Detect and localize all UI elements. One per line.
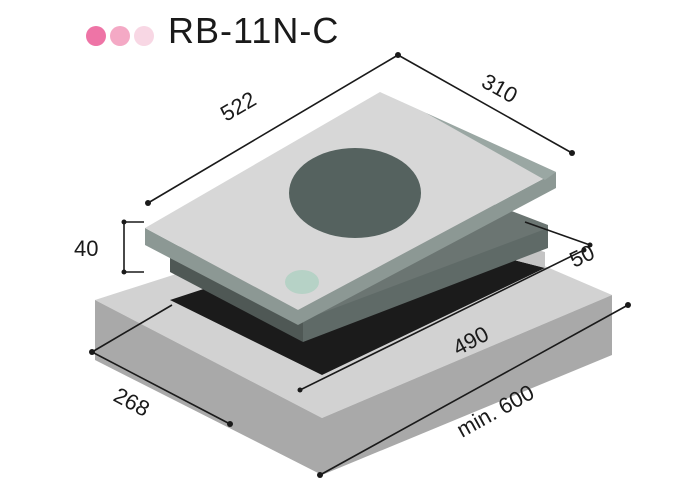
dim-line-522	[147, 54, 399, 204]
dimension-ticks	[89, 52, 631, 478]
dim-tick	[121, 269, 127, 275]
color-dots	[86, 26, 156, 48]
dim-line-600	[319, 304, 629, 476]
hob-control-strip	[380, 92, 556, 180]
dim-tick	[227, 421, 233, 427]
dim-tick	[587, 242, 593, 248]
dim-tick	[145, 200, 151, 206]
dim-tick	[395, 52, 401, 58]
hob-base-right	[303, 228, 548, 342]
dim-tick	[625, 302, 631, 308]
model-title: RB-11N-C	[168, 10, 340, 51]
hob	[145, 92, 556, 342]
dim-line-268	[91, 351, 231, 425]
label-522: 522	[216, 86, 260, 126]
hob-glass-right-edge	[298, 172, 556, 325]
dim-tick	[121, 219, 127, 225]
dim-tick	[569, 150, 575, 156]
label-310: 310	[478, 69, 522, 109]
color-dot	[86, 26, 106, 46]
dim-tick	[89, 349, 95, 355]
dim-tick	[317, 472, 323, 478]
control-knob	[285, 270, 319, 294]
cooking-zone	[289, 148, 421, 238]
dim-line-268-ext	[91, 304, 173, 353]
dim-line-310	[397, 54, 573, 154]
color-dot	[134, 26, 154, 46]
dim-line-50	[524, 221, 591, 246]
dim-tick	[297, 387, 303, 393]
dim-line-490	[299, 249, 585, 391]
counter-right-side	[322, 295, 612, 475]
dim-tick	[581, 247, 587, 253]
counter-left-side	[95, 300, 322, 475]
label-50: 50	[566, 240, 599, 273]
label-268: 268	[110, 382, 154, 421]
hob-glass-front-edge	[145, 228, 298, 325]
dimension-lines	[91, 54, 629, 476]
label-40: 40	[74, 236, 98, 261]
color-dot	[110, 26, 130, 46]
